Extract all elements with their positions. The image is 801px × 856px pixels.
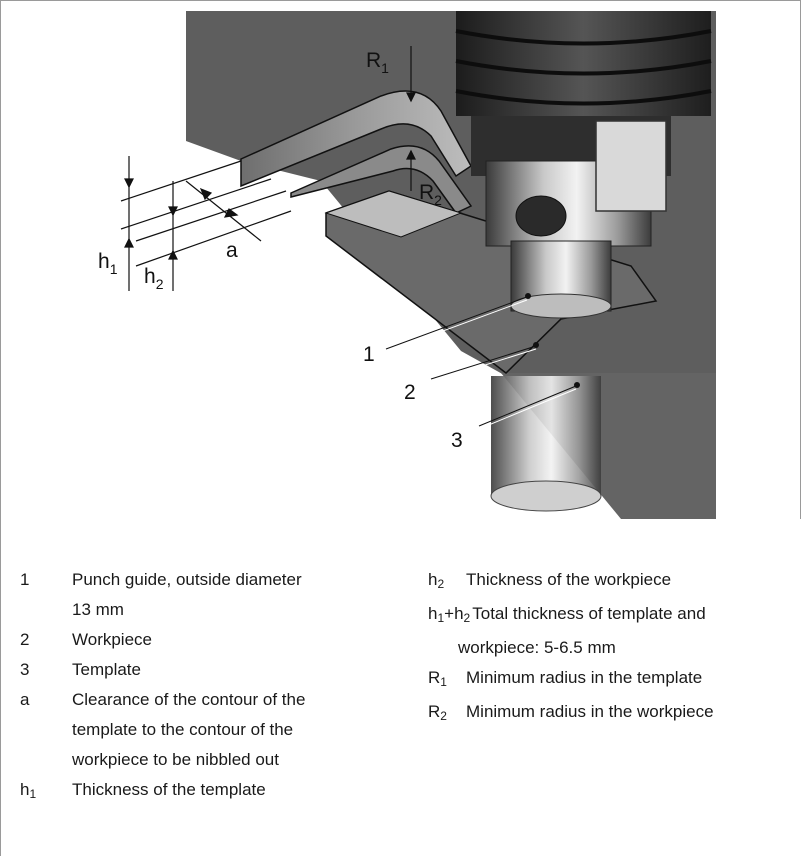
legend-text: Workpiece: [72, 630, 152, 649]
legend-text: Thickness of the template: [72, 780, 266, 799]
legend-text: Punch guide, outside diameter 13 mm: [72, 570, 302, 619]
label-r1: R1: [366, 49, 389, 76]
callout-2: 2: [404, 381, 416, 404]
label-h1: h1: [98, 250, 118, 277]
legend-text: Total thickness of template and: [472, 604, 706, 623]
legend-text: Thickness of the workpiece: [466, 570, 672, 589]
legend-key: h1+h2: [428, 604, 471, 625]
legend-text: Template: [72, 660, 141, 679]
legend-text: Minimum radius in the workpiece: [466, 702, 714, 721]
nibbler-head: [456, 11, 711, 116]
legend-key: R1: [428, 668, 447, 689]
legend-text: Clearance of the contour of the template…: [72, 690, 306, 769]
nibbler-template-illustration: R1 R2 a h1 h2 1 2 3: [98, 11, 716, 519]
legend-item-h1-h2: h1+h2 Total thickness of template and wo…: [428, 599, 798, 663]
legend-key: R2: [428, 702, 447, 723]
leader-lines: [385, 296, 577, 430]
legend-right: h2 Thickness of the workpiece h1+h2 Tota…: [428, 565, 798, 731]
label-a: a: [226, 239, 238, 262]
legend-text: workpiece: 5-6.5 mm: [458, 638, 616, 657]
legend-key: h2: [428, 570, 445, 591]
legend-item-2: 2 Workpiece: [20, 625, 420, 655]
legend-key: 1: [20, 570, 30, 589]
legend-item-r2: R2 Minimum radius in the workpiece: [428, 697, 798, 731]
callout-1: 1: [363, 343, 375, 366]
legend-item-h2: h2 Thickness of the workpiece: [428, 565, 798, 599]
legend-left: 1 Punch guide, outside diameter 13 mm 2 …: [20, 565, 420, 809]
punch-housing: [595, 120, 667, 212]
label-r2: R2: [419, 181, 442, 208]
legend-key: a: [20, 690, 30, 709]
legend-item-1: 1 Punch guide, outside diameter 13 mm: [20, 565, 420, 625]
callout-3: 3: [451, 429, 463, 452]
label-h2: h2: [144, 265, 164, 292]
legend-key: 2: [20, 630, 30, 649]
frame-left-border: [0, 518, 1, 856]
legend-item-3: 3 Template: [20, 655, 420, 685]
legend-item-a: a Clearance of the contour of the templa…: [20, 685, 420, 775]
legend-key: h1: [20, 780, 37, 801]
legend-key: 3: [20, 660, 30, 679]
legend-item-r1: R1 Minimum radius in the template: [428, 663, 798, 697]
dimension-lines: [120, 46, 416, 291]
slab-top: [324, 190, 463, 238]
legend-text: Minimum radius in the template: [466, 668, 703, 687]
legend-item-h1: h1 Thickness of the template: [20, 775, 420, 809]
template-edge: [240, 90, 472, 188]
die: [491, 376, 601, 496]
figure-frame: R1 R2 a h1 h2 1 2 3: [0, 0, 801, 519]
